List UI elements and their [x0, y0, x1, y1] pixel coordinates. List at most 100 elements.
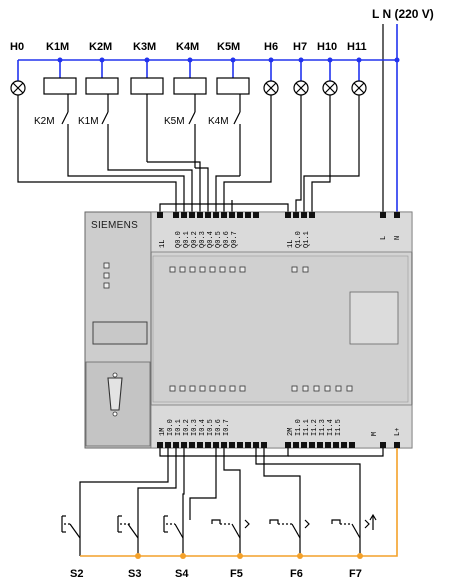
terminal-L: L — [380, 236, 388, 240]
top-labels: H0 K1M K2M K3M K4M K5M H6 H7 H10 H11 — [10, 41, 367, 53]
supply-label: L N (220 V) — [372, 7, 434, 21]
comm-port-icon — [107, 377, 123, 411]
terminal-I0.2: I0.2 — [183, 419, 191, 436]
label-F5: F5 — [230, 568, 243, 580]
lamp-H10 — [322, 80, 338, 96]
coil-K1M — [43, 77, 77, 95]
terminal-Q0.2: Q0.2 — [191, 231, 199, 248]
switch-S2-icon — [61, 515, 81, 556]
plc-top-strip — [150, 211, 413, 253]
terminal-Q0.5: Q0.5 — [215, 231, 223, 248]
status-led — [103, 262, 110, 269]
port-screw — [112, 372, 118, 378]
interlock-label-K2M: K2M — [34, 116, 55, 127]
label-K2M: K2M — [89, 41, 112, 53]
output-wiring — [17, 95, 360, 212]
bottom-terminal-screws — [157, 442, 400, 448]
label-K1M: K1M — [46, 41, 69, 53]
terminal-Q0.0: Q0.0 — [175, 231, 183, 248]
output-leds — [169, 266, 309, 273]
input-wiring — [79, 448, 384, 528]
terminal-I1.4: I1.4 — [327, 419, 335, 436]
lamps — [10, 80, 367, 96]
interlock-label-K4M: K4M — [208, 116, 229, 127]
terminal-1L-b: 1L — [287, 240, 295, 248]
terminal-N: N — [394, 236, 402, 240]
label-K4M: K4M — [176, 41, 199, 53]
port-screw — [112, 411, 118, 417]
interlock-labels: K2M K1M K5M K4M — [34, 116, 229, 127]
switch-S3-icon — [117, 515, 139, 556]
terminal-Q0.7: Q0.7 — [231, 231, 239, 248]
memory-cartridge-slot — [92, 321, 148, 345]
terminal-I0.1: I0.1 — [175, 419, 183, 436]
label-H0: H0 — [10, 41, 24, 53]
status-led — [103, 282, 110, 289]
terminal-I0.5: I0.5 — [207, 419, 215, 436]
terminal-I0.7: I0.7 — [223, 419, 231, 436]
terminal-Q1.1: Q1.1 — [303, 231, 311, 248]
coil-K2M — [85, 77, 119, 95]
terminal-I0.0: I0.0 — [167, 419, 175, 436]
switch-F7-icon — [331, 513, 377, 556]
terminal-L-plus: L+ — [394, 428, 402, 436]
input-switches — [61, 513, 377, 556]
lamp-H11 — [351, 80, 367, 96]
lamp-H0 — [10, 80, 26, 96]
plc-brand: SIEMENS — [91, 220, 138, 231]
label-F7: F7 — [349, 568, 362, 580]
interlock-label-K1M: K1M — [78, 116, 99, 127]
lamp-H7 — [293, 80, 309, 96]
label-H7: H7 — [293, 41, 307, 53]
bottom-labels: S2 S3 S4 F5 F6 F7 — [70, 568, 362, 580]
terminal-Q0.1: Q0.1 — [183, 231, 191, 248]
label-K3M: K3M — [133, 41, 156, 53]
interlock-wiring — [61, 94, 241, 176]
terminal-M: M — [371, 432, 379, 436]
dc-rail-junctions — [135, 553, 363, 559]
coil-K3M — [130, 77, 164, 95]
status-led — [103, 272, 110, 279]
switch-F5-icon — [211, 519, 250, 556]
top-terminal-screws — [157, 212, 400, 218]
terminal-Q0.6: Q0.6 — [223, 231, 231, 248]
terminal-I1.3: I1.3 — [319, 419, 327, 436]
expansion-cover — [349, 291, 399, 345]
lamp-H6 — [263, 80, 279, 96]
terminal-I0.4: I0.4 — [199, 419, 207, 436]
terminal-2M: 2M — [287, 428, 295, 436]
terminal-I0.6: I0.6 — [215, 419, 223, 436]
terminal-I1.5: I1.5 — [335, 419, 343, 436]
label-S4: S4 — [175, 568, 189, 580]
plc-unit: SIEMENS — [84, 211, 413, 449]
label-H11: H11 — [347, 41, 367, 53]
terminal-1M: 1M — [159, 428, 167, 436]
label-S3: S3 — [128, 568, 141, 580]
label-F6: F6 — [290, 568, 303, 580]
terminal-I0.3: I0.3 — [191, 419, 199, 436]
terminal-Q0.4: Q0.4 — [207, 231, 215, 248]
coil-K4M — [173, 77, 207, 95]
label-K5M: K5M — [217, 41, 240, 53]
plc-bottom-strip — [150, 404, 413, 449]
terminal-I1.2: I1.2 — [311, 419, 319, 436]
terminal-Q0.3: Q0.3 — [199, 231, 207, 248]
terminal-I1.1: I1.1 — [303, 419, 311, 436]
label-H10: H10 — [317, 41, 337, 53]
input-terminal-labels: 1M I0.0 I0.1 I0.2 I0.3 I0.4 I0.5 I0.6 I0… — [159, 419, 402, 436]
label-H6: H6 — [264, 41, 278, 53]
label-S2: S2 — [70, 568, 83, 580]
output-terminal-labels: 1L Q0.0 Q0.1 Q0.2 Q0.3 Q0.4 Q0.5 Q0.6 Q0… — [159, 231, 402, 248]
junction-dot — [394, 57, 400, 63]
input-leds — [169, 385, 353, 392]
terminal-Q1.0: Q1.0 — [295, 231, 303, 248]
bus-drops — [17, 60, 360, 81]
interlock-label-K5M: K5M — [164, 116, 185, 127]
terminal-1L-a: 1L — [159, 240, 167, 248]
switch-F6-icon — [269, 519, 310, 556]
coils — [43, 77, 250, 95]
terminal-I1.0: I1.0 — [295, 419, 303, 436]
coil-K5M — [216, 77, 250, 95]
switch-S4-icon — [163, 515, 184, 556]
